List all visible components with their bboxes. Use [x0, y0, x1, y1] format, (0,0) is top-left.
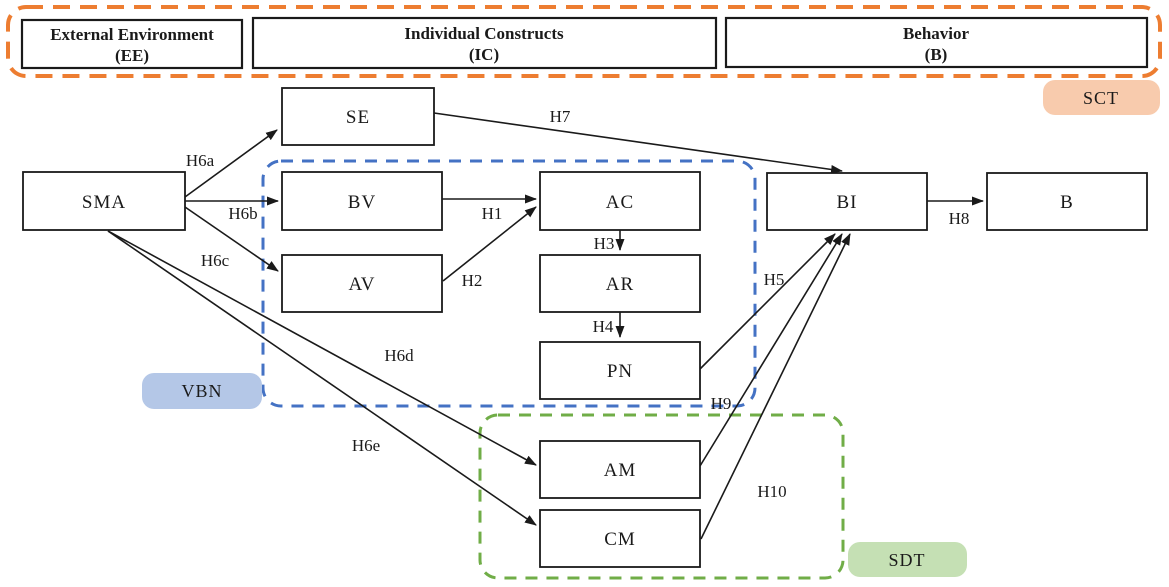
node-sma-label: SMA: [82, 192, 126, 213]
node-b-label: B: [1060, 192, 1074, 213]
header-b-line1: Behavior: [903, 24, 970, 43]
header-box-external-environment: External Environment (EE): [20, 18, 244, 70]
header-ee-line1: External Environment: [50, 25, 214, 44]
header-box-individual-constructs: Individual Constructs (IC): [251, 16, 718, 70]
node-ac-label: AC: [606, 192, 634, 213]
hypothesis-label-h7: H7: [550, 107, 571, 126]
hypothesis-label-h5: H5: [764, 270, 785, 289]
node-am-label: AM: [604, 460, 637, 481]
node-ac: AC: [539, 171, 701, 231]
hypothesis-label-h6c: H6c: [201, 251, 230, 270]
hypothesis-label-h1: H1: [482, 204, 503, 223]
hypothesis-label-h2: H2: [462, 271, 483, 290]
node-cm-label: CM: [604, 529, 636, 550]
node-bi: BI: [766, 172, 928, 231]
node-se: SE: [281, 87, 435, 146]
header-ic-line1: Individual Constructs: [404, 24, 564, 43]
vbn-badge-label: VBN: [181, 381, 222, 401]
edge-pn-bi: [699, 233, 836, 370]
node-ar: AR: [539, 254, 701, 313]
edge-se-bi: [433, 112, 843, 174]
hypothesis-label-h6b: H6b: [228, 204, 257, 223]
node-bv-label: BV: [348, 192, 376, 213]
vbn-group-frame: [261, 159, 757, 408]
sct-badge: SCT: [1043, 80, 1160, 115]
node-bi-label: BI: [837, 192, 858, 213]
hypothesis-label-h4: H4: [593, 317, 614, 336]
node-se-label: SE: [346, 107, 370, 128]
hypothesis-label-h6a: H6a: [186, 151, 215, 170]
hypothesis-label-h8: H8: [949, 209, 970, 228]
node-av-label: AV: [349, 274, 376, 295]
edge-sma-av: [184, 206, 279, 272]
node-b: B: [986, 172, 1148, 231]
node-av: AV: [281, 254, 443, 313]
hypothesis-label-h9: H9: [711, 394, 732, 413]
sct-badge-label: SCT: [1083, 88, 1119, 108]
header-ic-line2: (IC): [469, 45, 499, 64]
node-ar-label: AR: [606, 274, 634, 295]
edge-sma-am: [107, 230, 537, 466]
header-box-behavior: Behavior (B): [724, 16, 1149, 69]
sdt-badge: SDT: [848, 542, 967, 577]
sdt-badge-label: SDT: [888, 550, 925, 570]
node-bv: BV: [281, 171, 443, 231]
node-pn-label: PN: [607, 361, 633, 382]
vbn-badge: VBN: [142, 373, 262, 409]
hypothesis-label-h3: H3: [594, 234, 615, 253]
sdt-group-frame: [478, 413, 845, 580]
edge-sma-se: [184, 129, 278, 198]
edge-am-bi: [699, 233, 843, 467]
edge-cm-bi: [700, 233, 851, 540]
node-am: AM: [539, 440, 701, 499]
sct-group-frame: [6, 5, 1162, 78]
node-sma: SMA: [22, 171, 186, 231]
header-b-line2: (B): [925, 45, 948, 64]
node-cm: CM: [539, 509, 701, 568]
edge-sma-cm: [107, 230, 537, 526]
header-ee-line2: (EE): [115, 46, 149, 65]
hypothesis-label-h6d: H6d: [384, 346, 414, 365]
hypothesis-label-h6e: H6e: [352, 436, 380, 455]
node-pn: PN: [539, 341, 701, 400]
edge-av-ac: [442, 206, 537, 282]
hypothesis-label-h10: H10: [757, 482, 786, 501]
